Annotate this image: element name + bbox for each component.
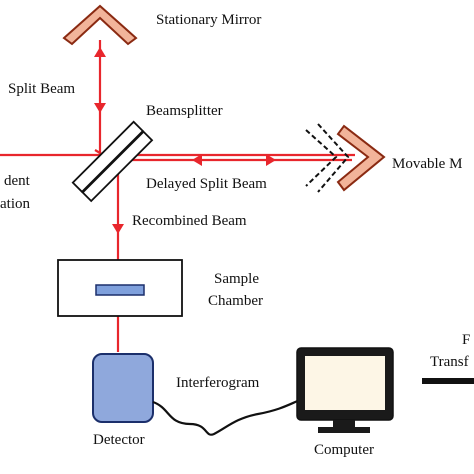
movable-mirror-ghost — [305, 123, 350, 193]
right-edge-label-line1: F — [462, 332, 470, 348]
sample-holder — [95, 284, 145, 296]
detector — [92, 353, 154, 423]
beamsplitter-plate-back — [81, 130, 154, 203]
split-beam-label: Split Beam — [8, 81, 75, 97]
stationary-mirror-label: Stationary Mirror — [156, 12, 261, 28]
arrow-split-beam-down — [94, 103, 106, 113]
computer-label: Computer — [314, 442, 374, 458]
sample-chamber — [57, 259, 183, 317]
stationary-mirror-shape — [62, 4, 138, 46]
movable-mirror-label: Movable M — [392, 156, 462, 172]
beamsplitter-plate-front — [71, 120, 145, 194]
movable-mirror-previous-position-inner — [317, 123, 350, 193]
right-edge-label-line2: Transf — [430, 354, 469, 370]
arrow-delayed-right — [266, 154, 276, 166]
arrow-recombined-down — [112, 224, 124, 234]
arrow-delayed-left — [192, 154, 202, 166]
incident-label-line2: ation — [0, 196, 30, 212]
arrow-split-beam-up — [94, 47, 106, 57]
movable-mirror-shape — [336, 124, 386, 192]
sample-chamber-label-line2: Chamber — [208, 293, 263, 309]
recombined-beam-label: Recombined Beam — [132, 213, 247, 229]
delayed-split-beam-label: Delayed Split Beam — [146, 176, 267, 192]
incident-label-line1: dent — [4, 173, 31, 189]
beam-arrows — [94, 47, 276, 234]
beamsplitter — [71, 120, 154, 203]
stationary-mirror — [62, 4, 138, 46]
signal-cable — [152, 398, 301, 436]
monitor-screen — [305, 356, 385, 410]
monitor-base — [318, 427, 370, 433]
interferogram-label: Interferogram — [176, 375, 260, 391]
detector-body — [92, 353, 154, 423]
movable-mirror — [336, 124, 386, 192]
monitor-stand — [333, 420, 355, 428]
detector-label: Detector — [93, 432, 145, 448]
computer — [296, 347, 394, 433]
fourier-transform-arrow-shaft — [422, 378, 474, 384]
beamsplitter-label: Beamsplitter — [146, 103, 223, 119]
movable-mirror-previous-position — [305, 129, 338, 187]
sample-chamber-label-line1: Sample — [214, 271, 259, 287]
